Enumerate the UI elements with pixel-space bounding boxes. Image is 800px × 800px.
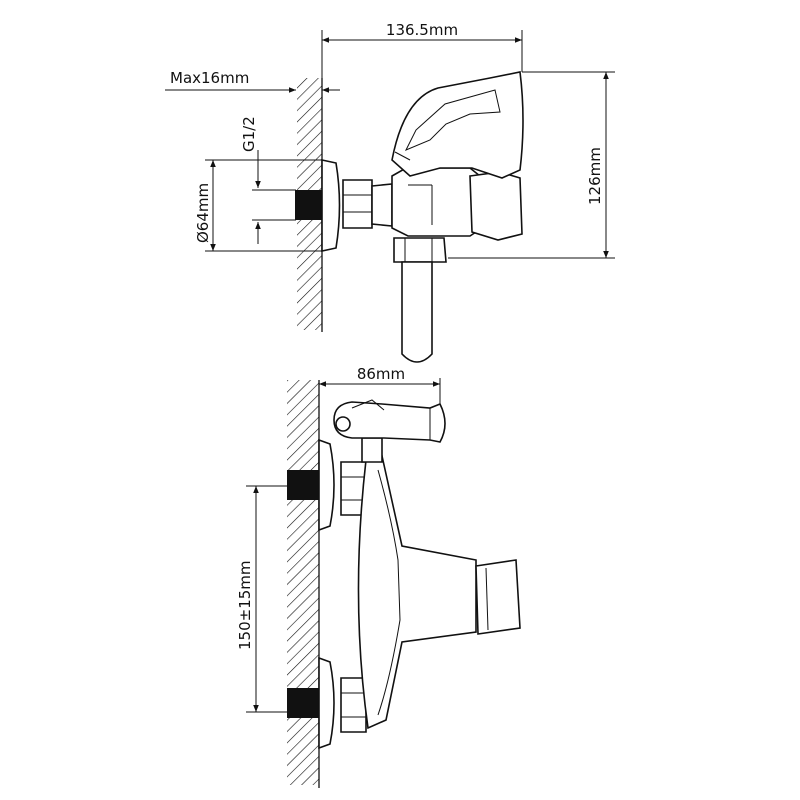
wall-flange-top xyxy=(321,159,341,252)
wall-flange-upper xyxy=(318,438,335,532)
label-thread: G1/2 xyxy=(240,116,258,152)
hex-nut-lower xyxy=(340,677,367,733)
dimension-width-top: 136.5mm xyxy=(321,21,523,80)
hex-nut-top xyxy=(342,179,373,229)
riser-bottom xyxy=(361,437,383,463)
pipe-thread-lower xyxy=(287,688,319,718)
spray-head-bottom xyxy=(333,401,446,443)
valve-body-bottom xyxy=(357,455,477,730)
handle-top xyxy=(469,171,523,241)
pipe-thread-upper xyxy=(287,470,319,500)
label-flange-diameter: Ø64mm xyxy=(194,183,212,243)
label-max-depth: Max16mm xyxy=(170,69,249,87)
outlet-nut-top xyxy=(393,237,447,263)
dimension-max-depth: Max16mm xyxy=(165,69,340,93)
label-center-distance: 150±15mm xyxy=(236,560,254,650)
connector-top xyxy=(371,183,393,227)
dimension-height: 126mm xyxy=(448,71,615,259)
dimension-center-distance: 150±15mm xyxy=(236,485,287,713)
label-height: 126mm xyxy=(586,147,604,205)
dimension-thread: G1/2 xyxy=(240,116,296,244)
spray-head-top xyxy=(391,71,524,179)
handle-knob-bottom xyxy=(475,559,521,635)
dimension-width-bottom: 86mm xyxy=(319,365,441,404)
pipe-thread-top xyxy=(295,190,322,220)
label-width-top: 136.5mm xyxy=(386,21,458,39)
front-view xyxy=(287,380,521,788)
wall-flange-lower xyxy=(318,656,335,750)
wall-hatch-bottom xyxy=(287,380,319,785)
valve-body-top xyxy=(391,167,483,237)
label-width-bottom: 86mm xyxy=(357,365,405,383)
outlet-spout-top xyxy=(401,261,433,363)
side-view xyxy=(295,71,524,363)
dimension-flange-diameter: Ø64mm xyxy=(194,159,322,252)
